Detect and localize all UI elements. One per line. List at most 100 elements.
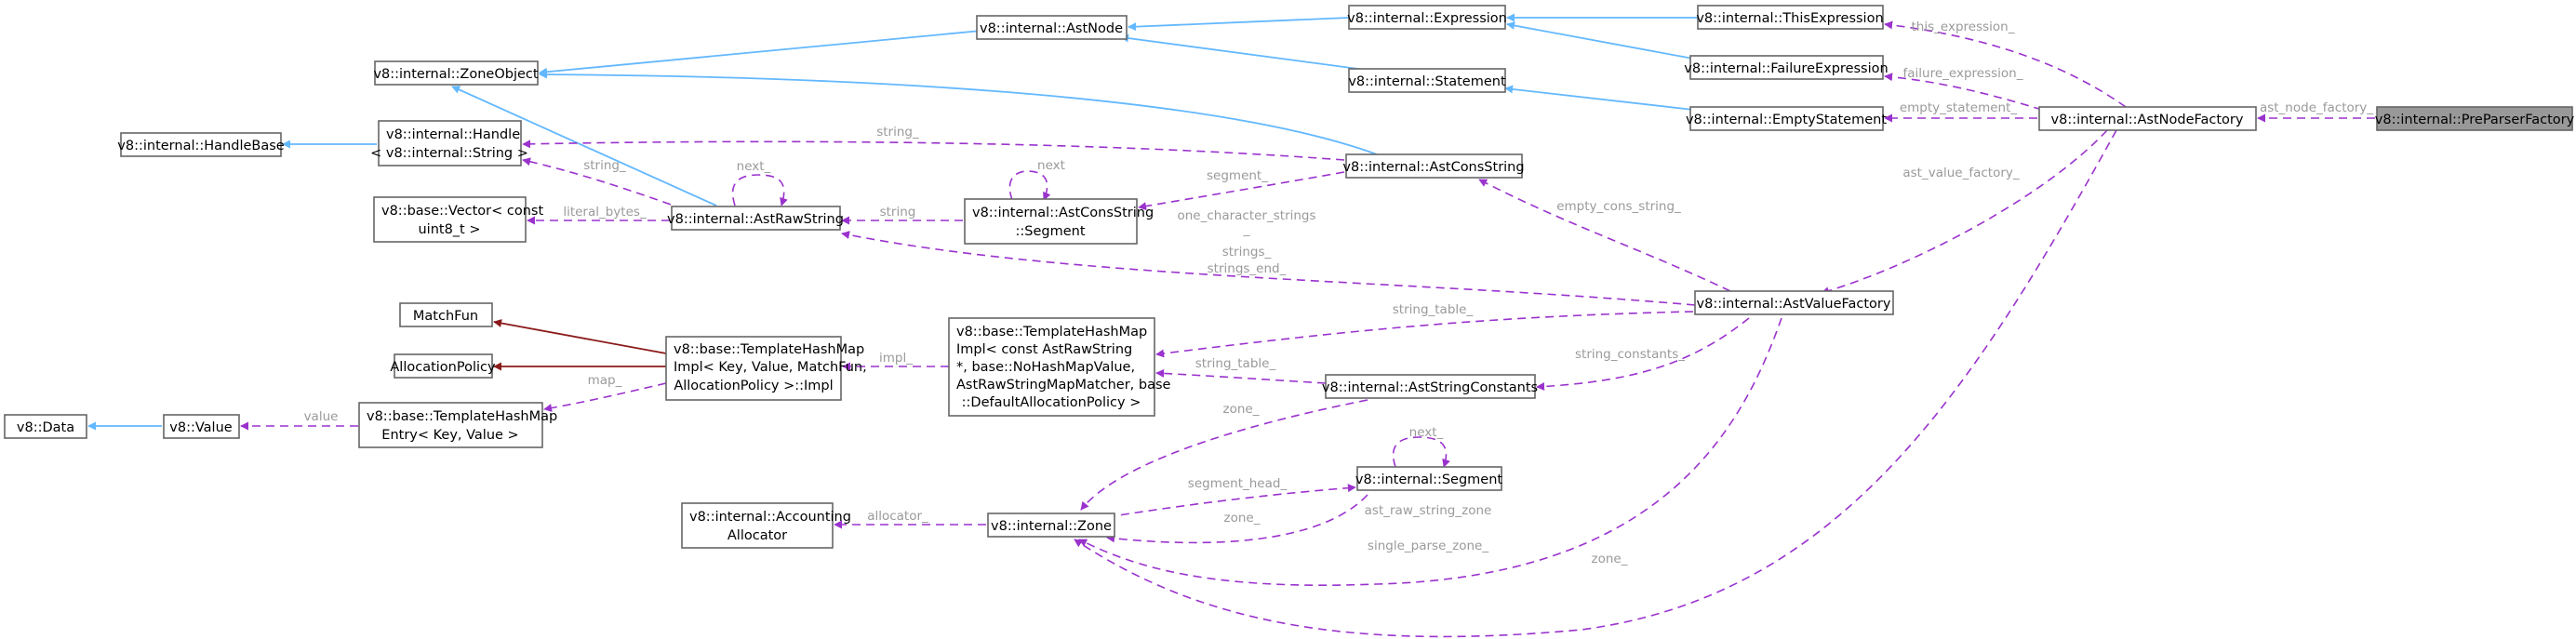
label-ast-node-factory: ast_node_factory_ bbox=[2260, 100, 2373, 115]
private-inheritance-edges bbox=[493, 319, 667, 371]
svg-text:v8::internal::HandleBase: v8::internal::HandleBase bbox=[117, 139, 285, 153]
label-string-table-constants: string_table_ bbox=[1195, 356, 1276, 371]
label-map: map_ bbox=[588, 373, 622, 388]
svg-text:AstRawStringMapMatcher, base: AstRawStringMapMatcher, base bbox=[956, 378, 1171, 393]
svg-text:v8::internal::AstConsString: v8::internal::AstConsString bbox=[972, 206, 1154, 220]
edge-astvaluefactory-stringconstants bbox=[1536, 317, 1750, 392]
node-statement[interactable]: v8::internal::Statement bbox=[1348, 68, 1506, 93]
svg-text:Allocator: Allocator bbox=[727, 528, 787, 543]
label-impl: impl_ bbox=[879, 351, 913, 366]
label-segment-head: segment_head_ bbox=[1188, 476, 1288, 491]
node-expression[interactable]: v8::internal::Expression bbox=[1347, 5, 1507, 30]
edge-stringconstants-zone bbox=[1080, 399, 1368, 511]
svg-text:Entry< Key, Value >: Entry< Key, Value > bbox=[381, 428, 518, 443]
node-hashmap-entry[interactable]: v8::base::TemplateHashMap Entry< Key, Va… bbox=[358, 402, 557, 448]
node-v8-value[interactable]: v8::Value bbox=[163, 414, 240, 439]
node-ast-node[interactable]: v8::internal::AstNode bbox=[976, 15, 1128, 40]
node-hashmap-impl-generic[interactable]: v8::base::TemplateHashMap Impl< Key, Val… bbox=[665, 336, 867, 401]
edge-labels: ast_node_factory_ this_expression_ failu… bbox=[304, 20, 2374, 566]
svg-text:v8::internal::Zone: v8::internal::Zone bbox=[991, 519, 1112, 534]
label-string-handle-raw: string_ bbox=[583, 158, 626, 173]
svg-text:AllocationPolicy: AllocationPolicy bbox=[390, 360, 496, 375]
label-string-handle-cons: string_ bbox=[876, 125, 919, 140]
svg-text:v8::Value: v8::Value bbox=[169, 420, 232, 435]
edge-expression-to-astnode bbox=[1128, 17, 1350, 32]
svg-text:v8::base::TemplateHashMap: v8::base::TemplateHashMap bbox=[367, 409, 557, 424]
edge-segment-zone bbox=[1106, 494, 1368, 544]
edge-hashmapimpl-to-matchfun bbox=[493, 319, 667, 354]
label-failure-expression: failure_expression_ bbox=[1903, 66, 2023, 81]
svg-text:v8::internal::Statement: v8::internal::Statement bbox=[1348, 74, 1506, 89]
svg-text:v8::internal::AstStringConstan: v8::internal::AstStringConstants bbox=[1322, 380, 1538, 395]
edge-astconsstring-segment bbox=[1138, 171, 1345, 211]
edge-astconsstring-handle bbox=[522, 140, 1345, 161]
edge-astvaluefactory-astrawstring bbox=[841, 231, 1696, 306]
label-empty-cons-string: empty_cons_string_ bbox=[1556, 199, 1681, 214]
label-strings-group-1: one_character_strings bbox=[1177, 208, 1315, 223]
node-ast-string-constants[interactable]: v8::internal::AstStringConstants bbox=[1322, 374, 1538, 399]
label-string-table: string_table_ bbox=[1393, 302, 1474, 317]
svg-text:::DefaultAllocationPolicy >: ::DefaultAllocationPolicy > bbox=[962, 395, 1141, 410]
svg-text:v8::internal::AstConsString: v8::internal::AstConsString bbox=[1342, 160, 1524, 175]
label-segment-first: segment_ bbox=[1207, 168, 1268, 183]
edge-astvaluefactory-hashmap bbox=[1155, 311, 1694, 358]
node-ast-cons-string[interactable]: v8::internal::AstConsString bbox=[1342, 153, 1525, 179]
svg-text:v8::internal::AstRawString: v8::internal::AstRawString bbox=[667, 212, 844, 227]
node-hashmap-impl-specific[interactable]: v8::base::TemplateHashMap Impl< const As… bbox=[948, 317, 1171, 417]
node-ast-node-factory[interactable]: v8::internal::AstNodeFactory bbox=[2038, 106, 2257, 131]
label-value: value bbox=[304, 409, 339, 424]
edge-segment-self-next bbox=[1008, 170, 1051, 201]
svg-text:Impl< const AstRawString: Impl< const AstRawString bbox=[956, 342, 1132, 357]
svg-text:v8::base::TemplateHashMap: v8::base::TemplateHashMap bbox=[674, 342, 864, 357]
edge-astrawstring-self-next bbox=[731, 174, 788, 206]
node-segment[interactable]: v8::internal::Segment bbox=[1355, 466, 1503, 491]
svg-text:v8::Data: v8::Data bbox=[17, 420, 74, 435]
svg-text:v8::internal::ThisExpression: v8::internal::ThisExpression bbox=[1696, 11, 1883, 26]
svg-text:Impl< Key, Value, MatchFun,: Impl< Key, Value, MatchFun, bbox=[674, 360, 867, 375]
node-vector-uint8[interactable]: v8::base::Vector< const uint8_t > bbox=[373, 196, 543, 243]
node-failure-expression[interactable]: v8::internal::FailureExpression bbox=[1684, 55, 1889, 80]
node-v8-data[interactable]: v8::Data bbox=[4, 414, 87, 439]
label-string-constants: string_constants_ bbox=[1575, 347, 1685, 362]
svg-text:v8::base::TemplateHashMap: v8::base::TemplateHashMap bbox=[956, 325, 1147, 339]
svg-text:v8::internal::FailureExpressio: v8::internal::FailureExpression bbox=[1684, 61, 1888, 76]
label-string-segment: string bbox=[880, 205, 916, 220]
svg-text:v8::internal::PreParserFactory: v8::internal::PreParserFactory bbox=[2375, 113, 2575, 127]
label-strings-group-4: strings_end_ bbox=[1208, 261, 1287, 276]
edge-emptystatement-to-statement bbox=[1504, 85, 1694, 111]
node-preparser-factory[interactable]: v8::internal::PreParserFactory bbox=[2375, 106, 2575, 131]
edge-genericmap-entry bbox=[543, 382, 667, 413]
usage-edges bbox=[240, 20, 2375, 638]
node-accounting-allocator[interactable]: v8::internal::Accounting Allocator bbox=[681, 502, 851, 549]
edge-stringconstants-hashmap bbox=[1155, 368, 1327, 384]
edge-failureexpression-to-expression bbox=[1506, 21, 1694, 60]
svg-text:v8::internal::Expression: v8::internal::Expression bbox=[1347, 11, 1507, 26]
label-literal-bytes: literal_bytes_ bbox=[563, 205, 647, 220]
node-zone-object[interactable]: v8::internal::ZoneObject bbox=[373, 60, 539, 86]
label-strings-group-2: _ bbox=[1243, 222, 1250, 237]
label-zone-from-segment: zone_ bbox=[1224, 511, 1261, 526]
node-handle-string[interactable]: v8::internal::Handle < v8::internal::Str… bbox=[370, 120, 528, 166]
label-single-parse-zone: single_parse_zone_ bbox=[1368, 539, 1488, 553]
edge-astnode-to-zoneobject bbox=[539, 30, 982, 76]
node-ast-cons-string-segment[interactable]: v8::internal::AstConsString ::Segment bbox=[964, 198, 1154, 245]
label-strings-group-3: strings_ bbox=[1222, 245, 1272, 260]
svg-text:v8::internal::Accounting: v8::internal::Accounting bbox=[689, 510, 851, 525]
edge-astvaluefactory-astconsstring bbox=[1478, 179, 1731, 292]
edge-astconsstring-to-zoneobject bbox=[539, 70, 1378, 155]
node-handle-base[interactable]: v8::internal::HandleBase bbox=[117, 132, 285, 157]
label-zone-from-factory: zone_ bbox=[1592, 552, 1628, 566]
label-this-expression: this_expression_ bbox=[1912, 20, 2015, 34]
node-zone[interactable]: v8::internal::Zone bbox=[987, 513, 1115, 538]
node-match-fun[interactable]: MatchFun bbox=[399, 302, 493, 327]
node-empty-statement[interactable]: v8::internal::EmptyStatement bbox=[1686, 106, 1887, 131]
edge-astvaluefactory-zone bbox=[1078, 317, 1782, 586]
svg-text:< v8::internal::String >: < v8::internal::String > bbox=[370, 146, 528, 161]
node-ast-raw-string[interactable]: v8::internal::AstRawString bbox=[667, 206, 844, 231]
node-this-expression[interactable]: v8::internal::ThisExpression bbox=[1696, 5, 1884, 30]
node-allocation-policy[interactable]: AllocationPolicy bbox=[390, 353, 496, 379]
node-ast-value-factory[interactable]: v8::internal::AstValueFactory bbox=[1694, 290, 1894, 315]
svg-text:v8::internal::AstNodeFactory: v8::internal::AstNodeFactory bbox=[2051, 113, 2244, 127]
label-allocator: allocator_ bbox=[867, 509, 928, 524]
